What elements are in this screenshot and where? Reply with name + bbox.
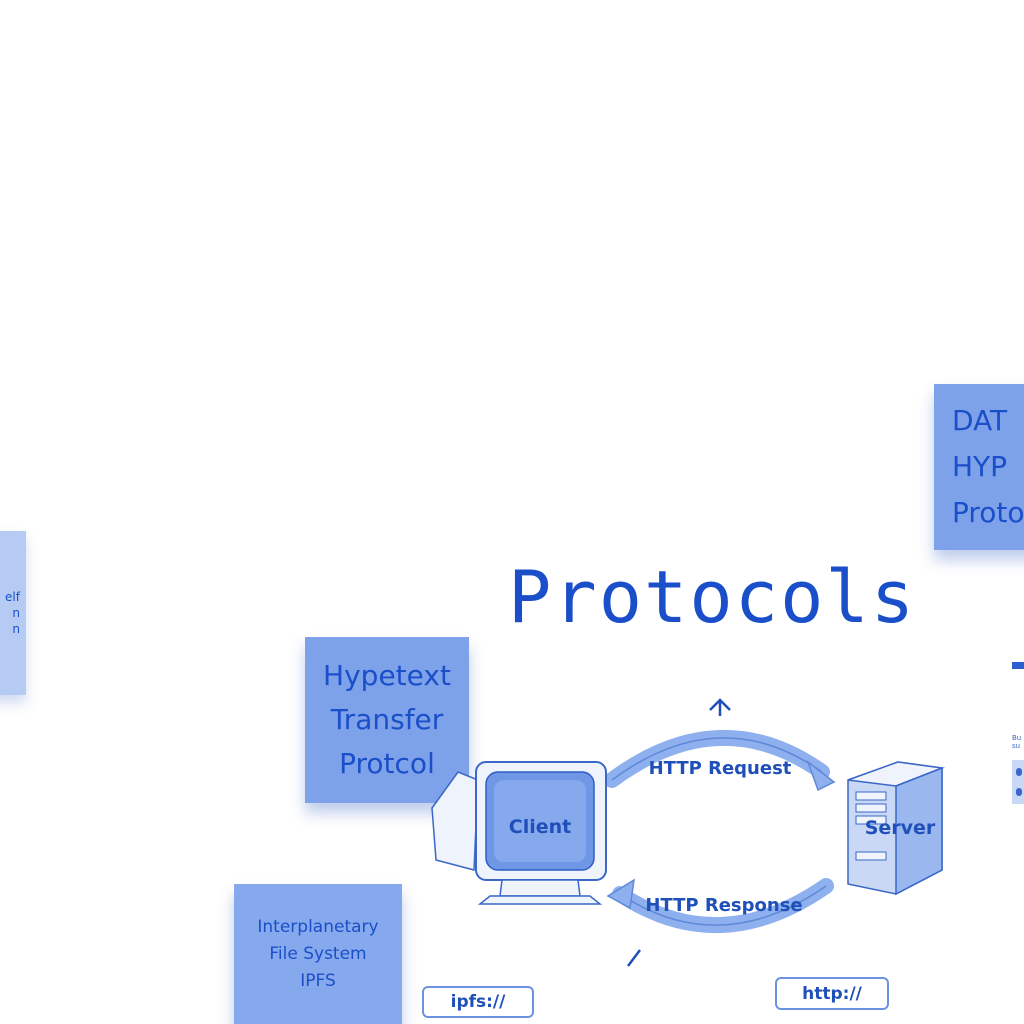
note-left-line-1: elf bbox=[5, 590, 20, 604]
server-label: Server bbox=[865, 817, 936, 839]
note-ipfs-line-3: IPFS bbox=[300, 970, 336, 991]
client-label: Client bbox=[509, 816, 571, 838]
right-edge-dot-icon bbox=[1016, 768, 1022, 776]
note-ipfs-line-1: Interplanetary bbox=[257, 916, 379, 937]
sticky-note-ipfs[interactable]: Interplanetary File System IPFS bbox=[234, 884, 402, 1024]
http-response-arrow bbox=[606, 878, 834, 933]
note-ipfs-line-2: File System bbox=[269, 943, 367, 964]
client-computer-icon bbox=[431, 761, 607, 905]
note-http-line-3: Protcol bbox=[339, 747, 435, 780]
note-dat-line-1: DAT bbox=[952, 404, 1008, 437]
note-dat-line-2: HYP bbox=[952, 450, 1008, 483]
note-http-line-1: Hypetext bbox=[323, 659, 451, 692]
note-left-line-3: n bbox=[12, 622, 20, 636]
right-edge-text-line-1: Bu bbox=[1012, 734, 1022, 742]
right-edge-dot-icon bbox=[1016, 788, 1022, 796]
sticky-note-left-fragment[interactable]: elf n n bbox=[0, 531, 26, 695]
http-request-label: HTTP Request bbox=[649, 758, 792, 779]
right-edge-box-fragment bbox=[1012, 760, 1024, 804]
sticky-note-dat[interactable]: DAT HYP Proto bbox=[934, 384, 1024, 550]
right-edge-dash-fragment bbox=[1012, 662, 1024, 669]
up-arrow-icon bbox=[709, 698, 731, 716]
note-dat-line-3: Proto bbox=[952, 496, 1024, 529]
ipfs-url-pill[interactable]: ipfs:// bbox=[422, 986, 534, 1018]
note-left-line-2: n bbox=[12, 606, 20, 620]
note-http-line-2: Transfer bbox=[330, 703, 444, 736]
http-response-label: HTTP Response bbox=[645, 895, 802, 916]
page-title: Protocols bbox=[508, 555, 917, 639]
slash-mark bbox=[627, 949, 641, 967]
sticky-note-http[interactable]: Hypetext Transfer Protcol bbox=[305, 637, 469, 803]
server-tower-icon bbox=[847, 761, 945, 896]
right-edge-text-line-2: su bbox=[1012, 742, 1021, 750]
right-edge-text-fragment: Bu su bbox=[1012, 734, 1021, 750]
http-url-pill[interactable]: http:// bbox=[775, 977, 889, 1010]
http-request-arrow bbox=[604, 730, 836, 792]
